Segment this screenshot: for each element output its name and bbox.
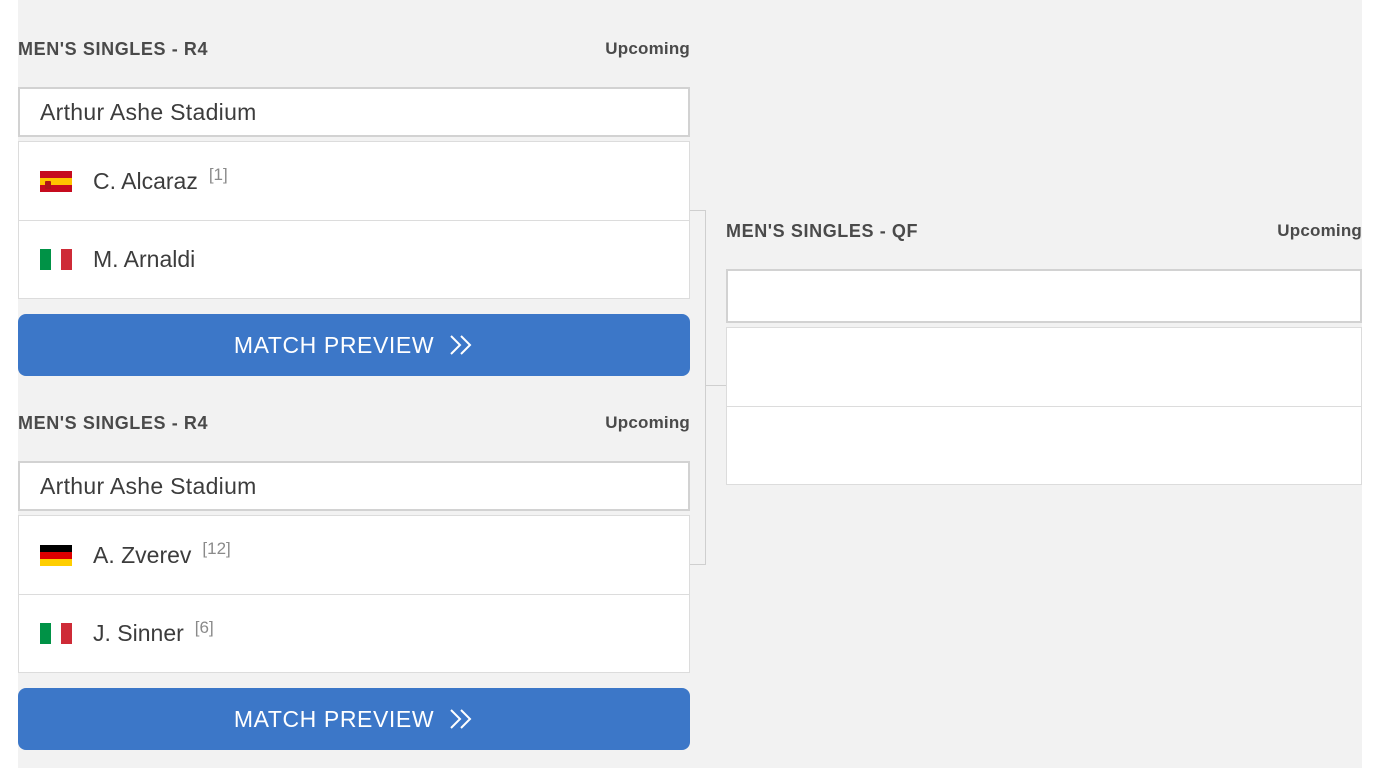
player-row[interactable]: C. Alcaraz [1] (19, 142, 689, 220)
venue-label: Arthur Ashe Stadium (18, 461, 690, 511)
player-row[interactable] (727, 328, 1361, 406)
player-name: J. Sinner (93, 620, 184, 646)
status-label: Upcoming (1277, 221, 1362, 240)
player-name: C. Alcaraz (93, 167, 198, 194)
italy-flag-icon (40, 623, 73, 644)
bracket-connector (690, 210, 706, 211)
round-label: MEN'S SINGLES - QF (726, 220, 919, 241)
bracket-connector (705, 385, 726, 386)
player-name: M. Arnaldi (93, 246, 196, 272)
double-chevron-right-icon (448, 334, 474, 356)
match-card: MEN'S SINGLES - R4 Upcoming Arthur Ashe … (18, 11, 690, 376)
double-chevron-right-icon (448, 708, 474, 730)
player-row[interactable]: A. Zverev [12] (19, 516, 689, 594)
bracket-connector (705, 210, 706, 565)
match-preview-button[interactable]: MATCH PREVIEW (18, 314, 690, 376)
player-seed: [1] (208, 165, 228, 184)
match-card: MEN'S SINGLES - R4 Upcoming Arthur Ashe … (18, 385, 690, 750)
round-label: MEN'S SINGLES - R4 (18, 38, 209, 59)
match-header: MEN'S SINGLES - R4 Upcoming (18, 385, 690, 461)
italy-flag-icon (40, 249, 73, 270)
spain-flag-icon (40, 170, 72, 192)
player-name: A. Zverev (93, 541, 192, 568)
player-seed: [6] (194, 617, 214, 637)
draw-panel: MEN'S SINGLES - R4 Upcoming Arthur Ashe … (18, 0, 1362, 768)
match-header: MEN'S SINGLES - QF Upcoming (726, 193, 1362, 269)
players-list: C. Alcaraz [1] M. Arnaldi (18, 141, 690, 299)
venue-label (726, 269, 1362, 323)
players-list (726, 327, 1362, 485)
match-preview-label: MATCH PREVIEW (233, 705, 435, 732)
status-label: Upcoming (605, 39, 690, 58)
round-label: MEN'S SINGLES - R4 (18, 412, 209, 433)
player-row[interactable] (727, 406, 1361, 484)
player-row[interactable]: J. Sinner [6] (19, 594, 689, 672)
players-list: A. Zverev [12] J. Sinner [6] (18, 515, 690, 673)
player-seed: [12] (202, 539, 231, 558)
match-preview-button[interactable]: MATCH PREVIEW (18, 688, 690, 750)
status-label: Upcoming (605, 413, 690, 432)
match-preview-label: MATCH PREVIEW (233, 331, 435, 358)
germany-flag-icon (40, 544, 72, 566)
match-header: MEN'S SINGLES - R4 Upcoming (18, 11, 690, 87)
venue-label: Arthur Ashe Stadium (18, 87, 690, 137)
player-row[interactable]: M. Arnaldi (19, 220, 689, 298)
quarterfinal-card: MEN'S SINGLES - QF Upcoming (726, 193, 1362, 485)
bracket-connector (690, 564, 706, 565)
